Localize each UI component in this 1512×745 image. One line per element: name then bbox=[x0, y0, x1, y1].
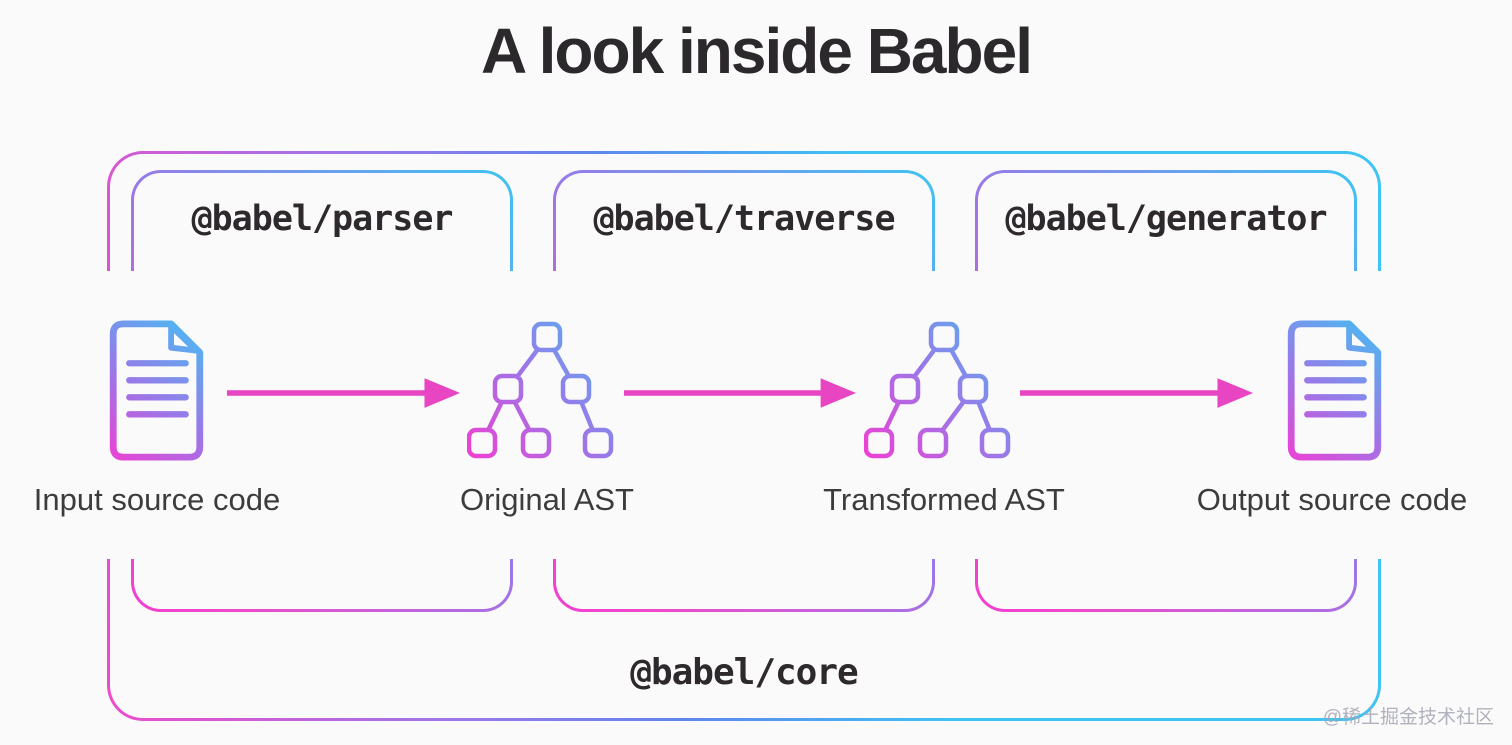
stage-caption-transformed-ast: Transformed AST bbox=[823, 482, 1065, 517]
arrow-icon bbox=[1019, 378, 1254, 408]
babel-generator-label: @babel/generator bbox=[1005, 199, 1327, 239]
ast-tree-icon bbox=[467, 321, 614, 459]
babel-core-label: @babel/core bbox=[630, 652, 858, 693]
document-icon bbox=[109, 320, 204, 461]
babel-parser-label: @babel/parser bbox=[191, 199, 454, 239]
arrow-icon bbox=[226, 378, 461, 408]
stage-caption-input: Input source code bbox=[33, 482, 281, 517]
watermark: @稀土掘金技术社区 bbox=[1322, 707, 1494, 728]
babel-traverse-label: @babel/traverse bbox=[593, 199, 895, 239]
document-icon bbox=[1287, 320, 1382, 461]
stage-caption-original-ast: Original AST bbox=[459, 482, 634, 517]
page-title: A look inside Babel bbox=[481, 15, 1033, 87]
pipeline-band bbox=[78, 271, 1434, 559]
arrow-icon bbox=[623, 378, 857, 408]
ast-tree-icon bbox=[864, 321, 1011, 459]
stage-caption-output: Output source code bbox=[1196, 482, 1468, 517]
